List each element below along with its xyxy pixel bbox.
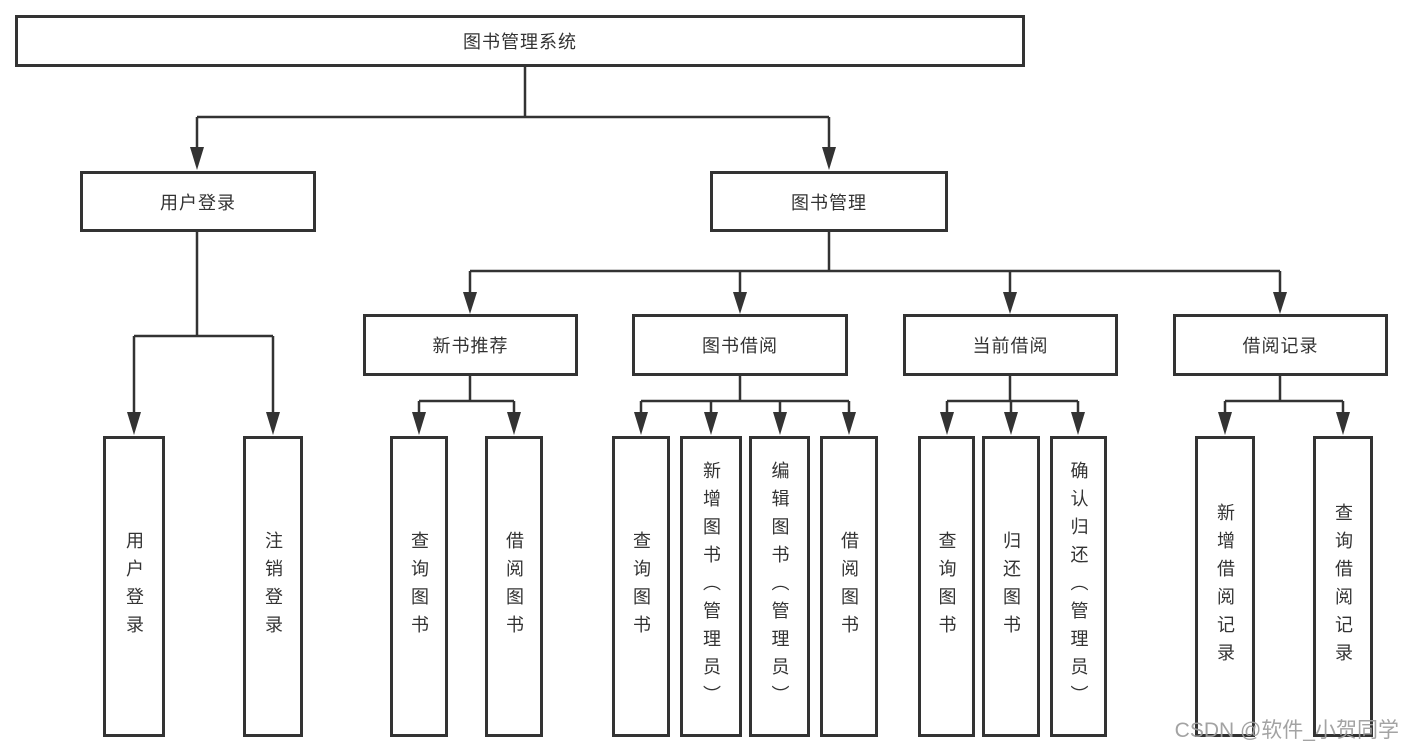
leaf-borrow-books-2-label: 借阅图书 bbox=[839, 530, 859, 643]
node-borrow-records-label: 借阅记录 bbox=[1242, 336, 1319, 356]
leaf-logout: 注销登录 bbox=[243, 436, 303, 737]
leaf-return-books: 归还图书 bbox=[982, 436, 1040, 737]
leaf-edit-books-admin: 编辑图书（管理员） bbox=[749, 436, 810, 737]
node-book-borrow-label: 图书借阅 bbox=[702, 336, 778, 356]
node-current-borrow-label: 当前借阅 bbox=[972, 336, 1049, 356]
node-new-book-recommend: 新书推荐 bbox=[363, 314, 578, 376]
node-root-label: 图书管理系统 bbox=[463, 32, 577, 52]
leaf-edit-books-admin-label: 编辑图书（管理员） bbox=[769, 460, 790, 713]
node-book-borrow: 图书借阅 bbox=[632, 314, 848, 376]
leaf-add-borrow-record-label: 新增借阅记录 bbox=[1215, 502, 1235, 671]
leaf-query-books-2: 查询图书 bbox=[612, 436, 670, 737]
leaf-user-login-label: 用户登录 bbox=[124, 530, 144, 643]
node-current-borrow: 当前借阅 bbox=[903, 314, 1118, 376]
node-root: 图书管理系统 bbox=[15, 15, 1025, 67]
leaf-return-books-label: 归还图书 bbox=[1001, 530, 1021, 643]
node-book-management-label: 图书管理 bbox=[791, 192, 867, 213]
node-new-book-recommend-label: 新书推荐 bbox=[432, 336, 509, 356]
leaf-confirm-return-admin: 确认归还（管理员） bbox=[1050, 436, 1107, 737]
leaf-query-borrow-record-label: 查询借阅记录 bbox=[1333, 502, 1353, 671]
leaf-user-login: 用户登录 bbox=[103, 436, 165, 737]
node-borrow-records: 借阅记录 bbox=[1173, 314, 1388, 376]
leaf-query-books-1-label: 查询图书 bbox=[409, 530, 429, 643]
leaf-query-borrow-record: 查询借阅记录 bbox=[1313, 436, 1373, 737]
node-book-management: 图书管理 bbox=[710, 171, 948, 232]
node-user-login: 用户登录 bbox=[80, 171, 316, 232]
leaf-borrow-books-1-label: 借阅图书 bbox=[504, 530, 524, 643]
leaf-add-books-admin-label: 新增图书（管理员） bbox=[701, 460, 721, 713]
leaf-query-books-1: 查询图书 bbox=[390, 436, 448, 737]
leaf-add-borrow-record: 新增借阅记录 bbox=[1195, 436, 1255, 737]
leaf-confirm-return-admin-label: 确认归还（管理员） bbox=[1068, 460, 1089, 713]
leaf-query-books-2-label: 查询图书 bbox=[631, 530, 651, 643]
leaf-add-books-admin: 新增图书（管理员） bbox=[680, 436, 742, 737]
leaf-borrow-books-2: 借阅图书 bbox=[820, 436, 878, 737]
leaf-borrow-books-1: 借阅图书 bbox=[485, 436, 543, 737]
leaf-query-books-3-label: 查询图书 bbox=[936, 530, 957, 643]
leaf-logout-label: 注销登录 bbox=[263, 530, 283, 643]
leaf-query-books-3: 查询图书 bbox=[918, 436, 975, 737]
node-user-login-label: 用户登录 bbox=[160, 192, 236, 213]
watermark: CSDN @软件_小贺同学 bbox=[1174, 719, 1399, 742]
